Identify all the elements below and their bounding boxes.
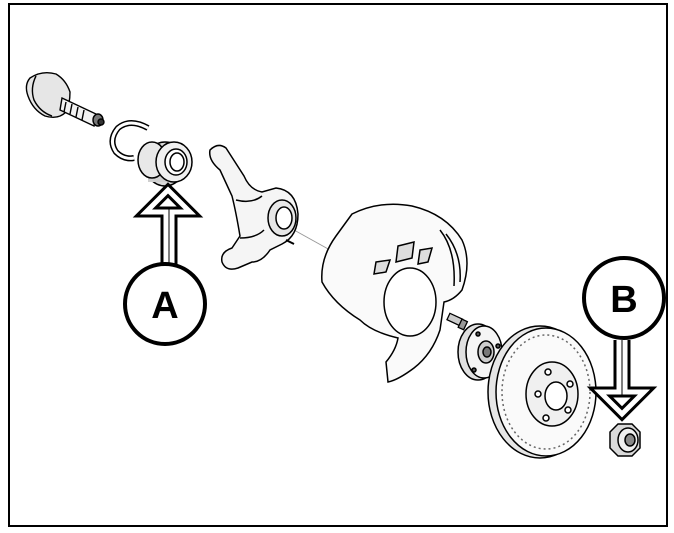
snap-ring-icon: [109, 120, 150, 162]
brake-disc-icon: [487, 325, 597, 459]
dust-cover-icon: [321, 203, 468, 383]
arrow-down-icon: [586, 340, 658, 422]
callout-b-label: B: [610, 279, 637, 321]
callout-b: B: [582, 256, 666, 340]
wheel-bearing-icon: [137, 141, 193, 187]
diagram-border: [8, 3, 668, 527]
hub-bolt-icon: [446, 312, 469, 331]
hub-nut-icon: [609, 423, 641, 457]
wheel-hub-icon: [457, 323, 503, 381]
arrow-up-icon: [132, 182, 204, 268]
callout-a: A: [123, 262, 207, 346]
callout-a-label: A: [151, 285, 178, 327]
drive-shaft-icon: [25, 71, 105, 128]
steering-knuckle-icon: [208, 144, 299, 270]
